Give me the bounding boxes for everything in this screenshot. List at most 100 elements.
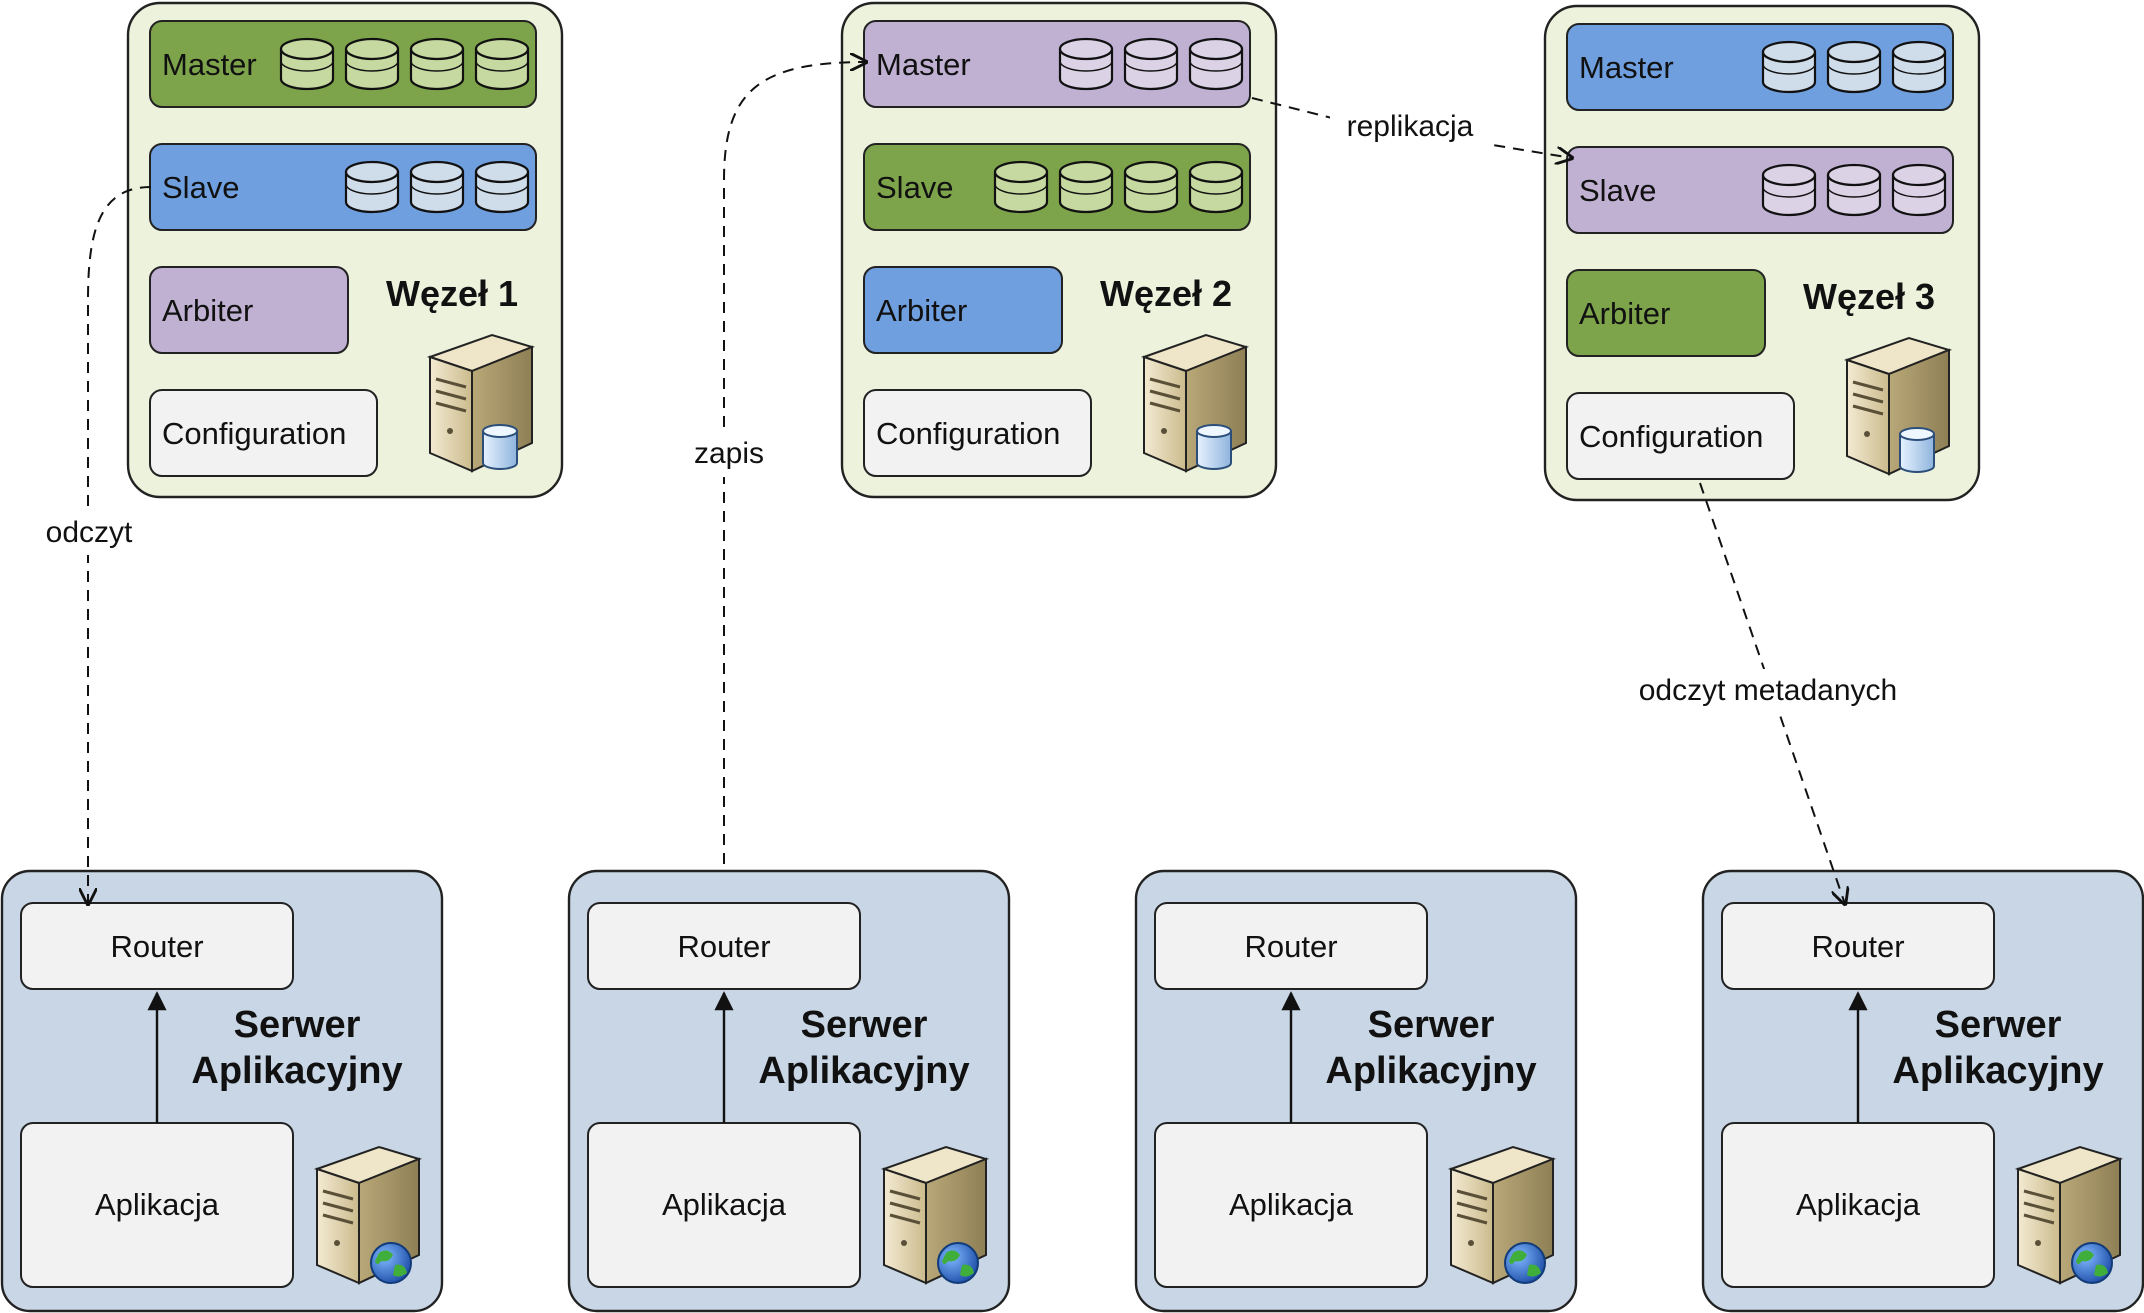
database-disk-icon xyxy=(474,160,530,214)
role-slave: Slave xyxy=(149,143,537,231)
role-master: Master xyxy=(149,20,537,108)
globe-badge-icon xyxy=(1504,1242,1546,1284)
router-box: Router xyxy=(1721,902,1995,990)
application-label: Aplikacja xyxy=(1796,1187,1921,1222)
router-label: Router xyxy=(1244,929,1337,964)
database-disk-icon xyxy=(1826,40,1882,94)
database-badge-icon xyxy=(482,424,518,470)
database-disk-icon xyxy=(1058,37,1114,91)
application-label: Aplikacja xyxy=(1229,1187,1354,1222)
role-label: Configuration xyxy=(1579,419,1763,454)
web-server-icon xyxy=(313,1145,423,1285)
role-slave: Slave xyxy=(863,143,1251,231)
node-title: Węzeł 3 xyxy=(1803,276,1935,317)
read-edge-label: odczyt xyxy=(46,516,133,549)
metadata-read-edge xyxy=(1699,482,1845,904)
database-disk-icon xyxy=(1188,160,1244,214)
app-server-title-line1: Serwer xyxy=(1368,1004,1495,1046)
database-badge-icon xyxy=(1196,424,1232,470)
write-edge xyxy=(723,62,866,864)
database-badge-icon xyxy=(1899,427,1935,473)
web-server-icon xyxy=(2014,1145,2124,1285)
app-server-title-line2: Aplikacyjny xyxy=(758,1050,969,1092)
router-box: Router xyxy=(587,902,861,990)
app-server-title-line1: Serwer xyxy=(1935,1004,2062,1046)
role-label: Arbiter xyxy=(876,293,967,328)
router-label: Router xyxy=(110,929,203,964)
database-disk-icon xyxy=(409,160,465,214)
database-disk-icon xyxy=(279,37,335,91)
edge-labels: odczyt zapis replikacja odczyt metadanyc… xyxy=(36,104,1918,713)
role-label: Configuration xyxy=(162,416,346,451)
app-server-title-line1: Serwer xyxy=(801,1004,928,1046)
database-disk-icon xyxy=(344,160,400,214)
database-disk-icon xyxy=(1188,37,1244,91)
app-servers-layer: RouterAplikacjaSerwerAplikacyjnyRouterAp… xyxy=(0,869,2144,1313)
database-disk-icon xyxy=(409,37,465,91)
database-disk-icon xyxy=(1891,163,1947,217)
role-label: Slave xyxy=(876,170,954,205)
database-disk-icon xyxy=(1826,163,1882,217)
application-box: Aplikacja xyxy=(20,1122,294,1288)
role-label: Master xyxy=(876,47,971,82)
role-master: Master xyxy=(1566,23,1954,111)
router-box: Router xyxy=(20,902,294,990)
role-arbiter: Arbiter xyxy=(1566,269,1766,357)
role-configuration: Configuration xyxy=(863,389,1092,477)
globe-badge-icon xyxy=(370,1242,412,1284)
web-server-icon xyxy=(1447,1145,1557,1285)
read-edge xyxy=(88,186,152,904)
role-label: Master xyxy=(1579,50,1674,85)
role-configuration: Configuration xyxy=(1566,392,1795,480)
app-server-title-line2: Aplikacyjny xyxy=(1325,1050,1536,1092)
db-server-icon xyxy=(1140,333,1250,473)
role-label: Arbiter xyxy=(162,293,253,328)
database-disk-icon xyxy=(344,37,400,91)
database-disk-icon xyxy=(1123,37,1179,91)
role-arbiter: Arbiter xyxy=(863,266,1063,354)
app-server-title-line2: Aplikacyjny xyxy=(1892,1050,2103,1092)
application-box: Aplikacja xyxy=(1721,1122,1995,1288)
metadata-read-edge-label: odczyt metadanych xyxy=(1639,674,1897,707)
replication-edge-label: replikacja xyxy=(1347,110,1474,143)
application-label: Aplikacja xyxy=(662,1187,787,1222)
node-title: Węzeł 1 xyxy=(386,273,518,314)
role-master: Master xyxy=(863,20,1251,108)
edges-layer xyxy=(88,62,1845,904)
role-label: Arbiter xyxy=(1579,296,1670,331)
web-server-icon xyxy=(880,1145,990,1285)
role-label: Master xyxy=(162,47,257,82)
role-arbiter: Arbiter xyxy=(149,266,349,354)
router-label: Router xyxy=(677,929,770,964)
app-server-title-line2: Aplikacyjny xyxy=(191,1050,402,1092)
database-disk-icon xyxy=(1058,160,1114,214)
node-title: Węzeł 2 xyxy=(1100,273,1232,314)
application-label: Aplikacja xyxy=(95,1187,220,1222)
database-disk-icon xyxy=(1761,40,1817,94)
database-disk-icon xyxy=(1891,40,1947,94)
role-slave: Slave xyxy=(1566,146,1954,234)
database-disk-icon xyxy=(993,160,1049,214)
router-box: Router xyxy=(1154,902,1428,990)
replication-edge xyxy=(1251,97,1572,158)
database-disk-icon xyxy=(474,37,530,91)
db-server-icon xyxy=(426,333,536,473)
app-server-title-line1: Serwer xyxy=(234,1004,361,1046)
globe-badge-icon xyxy=(2071,1242,2113,1284)
db-server-icon xyxy=(1843,336,1953,476)
role-label: Slave xyxy=(162,170,240,205)
role-label: Configuration xyxy=(876,416,1060,451)
application-box: Aplikacja xyxy=(1154,1122,1428,1288)
database-disk-icon xyxy=(1123,160,1179,214)
globe-badge-icon xyxy=(937,1242,979,1284)
application-box: Aplikacja xyxy=(587,1122,861,1288)
